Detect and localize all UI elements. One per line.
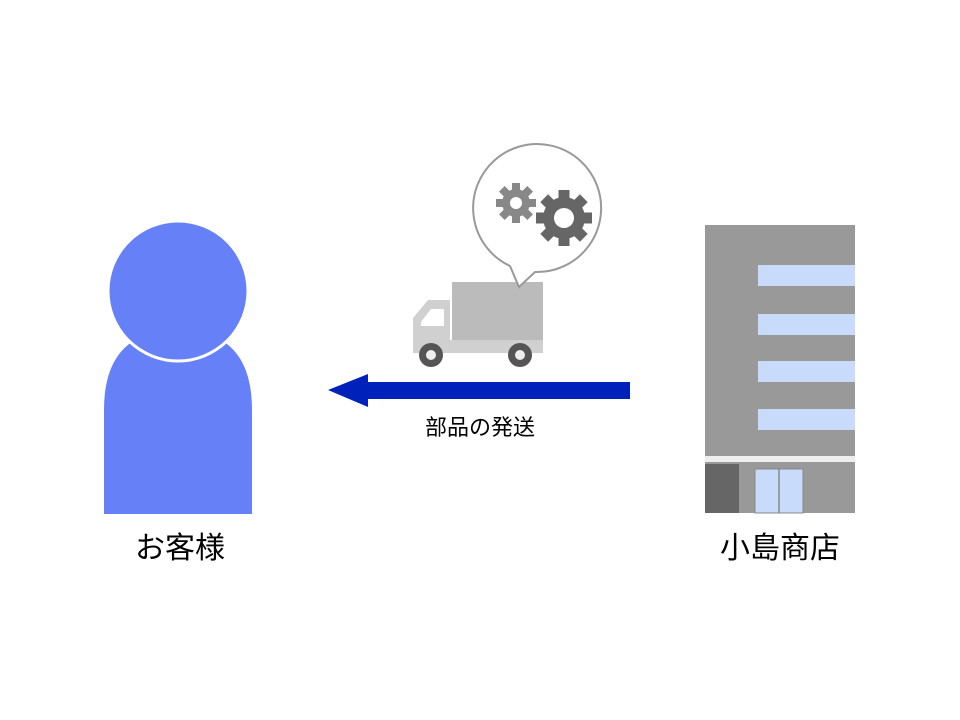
large-gear-icon xyxy=(536,190,592,246)
shop-label: 小島商店 xyxy=(720,531,840,566)
building-window xyxy=(758,314,855,335)
customer-label: お客様 xyxy=(135,531,225,566)
building-window xyxy=(758,265,855,286)
person-body xyxy=(104,330,252,514)
person-head xyxy=(106,219,250,363)
building-window xyxy=(758,361,855,382)
building-window xyxy=(758,409,855,430)
shipping-label: 部品の発送 xyxy=(424,416,535,441)
small-gear-icon xyxy=(496,183,536,223)
